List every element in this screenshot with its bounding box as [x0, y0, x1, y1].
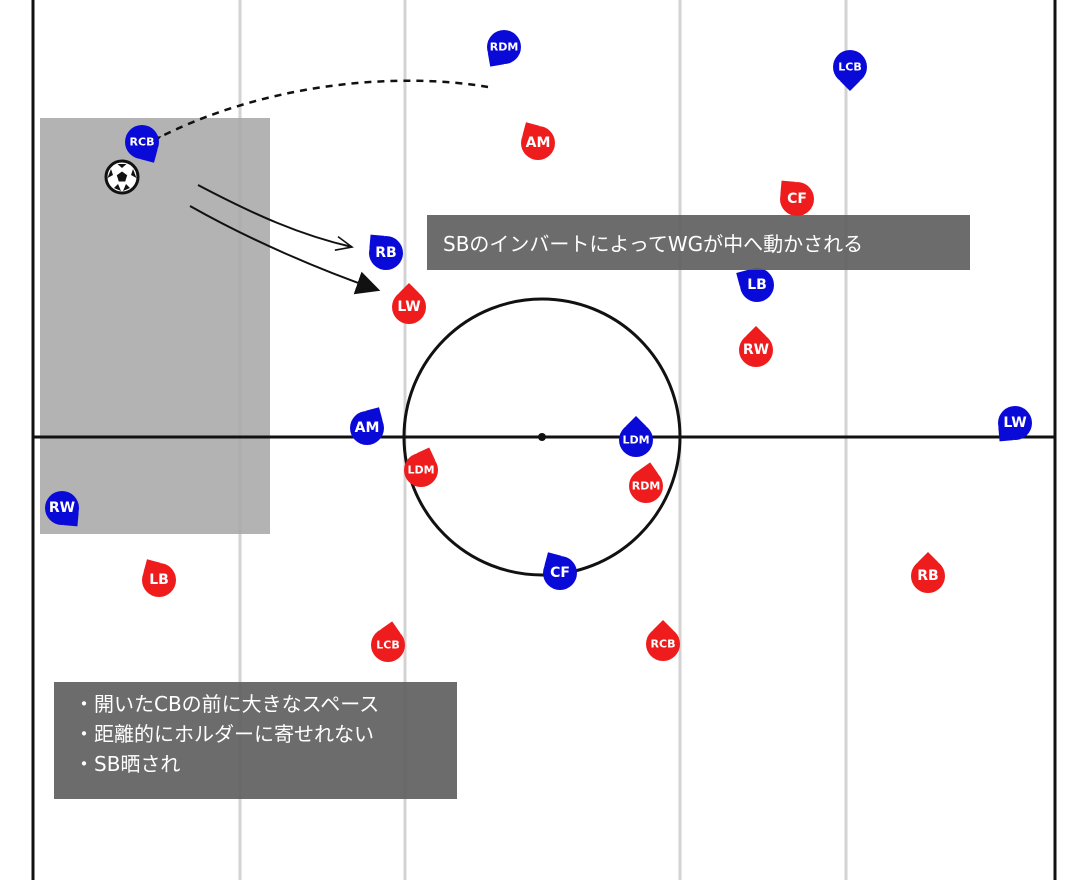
red-player-lb[interactable]: LB — [138, 554, 176, 597]
blue-player-rw[interactable]: RW — [45, 491, 85, 533]
blue-player-cf[interactable]: CF — [539, 547, 577, 590]
player-label: AM — [526, 135, 551, 151]
sb-invert-arrow — [189, 205, 381, 295]
player-label: RCB — [651, 638, 676, 651]
blue-player-am[interactable]: AM — [350, 402, 388, 445]
soccer-ball-icon — [104, 159, 140, 195]
player-marker — [998, 406, 1032, 440]
player-marker — [780, 182, 814, 216]
player-marker — [487, 30, 521, 64]
facing-pointer — [626, 416, 646, 426]
red-player-am[interactable]: AM — [517, 117, 555, 160]
player-label: RDM — [490, 41, 519, 54]
center-spot — [538, 433, 546, 441]
center-circle — [402, 297, 682, 577]
facing-pointer — [918, 552, 938, 562]
player-marker — [521, 126, 555, 160]
red-player-rdm[interactable]: RDM — [629, 461, 663, 503]
player-marker — [350, 411, 384, 445]
highlight-zone — [40, 118, 270, 534]
red-player-ldm[interactable]: LDM — [404, 444, 439, 487]
player-label: RB — [917, 568, 938, 584]
red-player-rw[interactable]: RW — [739, 326, 773, 367]
blue-player-rdm[interactable]: RDM — [482, 30, 521, 72]
blue-player-ldm[interactable]: LDM — [619, 416, 653, 457]
red-player-lw[interactable]: LW — [392, 283, 426, 324]
blue-player-lcb[interactable]: LCB — [833, 50, 867, 91]
wg-movement-arrow — [197, 184, 354, 252]
player-label: RDM — [632, 480, 661, 493]
player-label: RB — [375, 245, 396, 261]
player-label: AM — [355, 420, 380, 436]
player-marker — [543, 556, 577, 590]
player-label: LB — [149, 572, 169, 588]
inversion-callout: SBのインバートによってWGが中へ動かされる — [427, 215, 970, 270]
player-label: LCB — [376, 639, 399, 652]
player-label: LCB — [838, 61, 861, 74]
facing-pointer — [840, 81, 860, 91]
player-label: RW — [743, 342, 769, 358]
players-layer: RDM LCB RCB RB LB AM LDM LW RW CF AM CF LW RW LDM RDM LB… — [45, 30, 1032, 662]
player-label: LW — [397, 299, 420, 315]
pass-arrow — [143, 79, 489, 151]
player-label: LDM — [407, 464, 434, 477]
player-marker — [833, 50, 867, 84]
blue-player-lb[interactable]: LB — [731, 264, 774, 302]
player-marker — [45, 491, 79, 525]
player-marker — [371, 628, 405, 662]
red-player-rcb[interactable]: RCB — [646, 620, 680, 661]
analysis-note: ・開いたCBの前に大きなスペース — [74, 692, 380, 716]
player-marker — [619, 423, 653, 457]
player-marker — [740, 268, 774, 302]
facing-pointer — [399, 283, 419, 293]
blue-player-rcb[interactable]: RCB — [125, 125, 163, 168]
player-marker — [125, 125, 159, 159]
red-player-cf[interactable]: CF — [774, 174, 814, 216]
player-label: LDM — [622, 434, 649, 447]
player-marker — [911, 559, 945, 593]
red-player-rb[interactable]: RB — [911, 552, 945, 593]
player-label: RCB — [130, 136, 155, 149]
analysis-note: ・SB晒され — [74, 752, 181, 776]
player-label: CF — [550, 565, 570, 581]
player-marker — [369, 236, 403, 270]
player-label: CF — [787, 191, 807, 207]
player-marker — [404, 453, 438, 487]
player-marker — [646, 627, 680, 661]
player-marker — [629, 469, 663, 503]
player-label: RW — [49, 500, 75, 516]
blue-player-lw[interactable]: LW — [992, 406, 1032, 448]
player-label: LB — [747, 277, 767, 293]
player-label: LW — [1003, 415, 1026, 431]
analysis-note: ・距離的にホルダーに寄せれない — [74, 722, 374, 746]
red-player-lcb[interactable]: LCB — [371, 620, 405, 662]
facing-pointer — [746, 326, 766, 336]
facing-pointer — [653, 620, 673, 630]
player-marker — [392, 290, 426, 324]
player-marker — [142, 563, 176, 597]
blue-player-rb[interactable]: RB — [363, 228, 403, 270]
analysis-notes: ・開いたCBの前に大きなスペース ・距離的にホルダーに寄せれない ・SB晒され — [54, 682, 457, 799]
inversion-note: SBのインバートによってWGが中へ動かされる — [443, 232, 864, 256]
player-marker — [739, 333, 773, 367]
